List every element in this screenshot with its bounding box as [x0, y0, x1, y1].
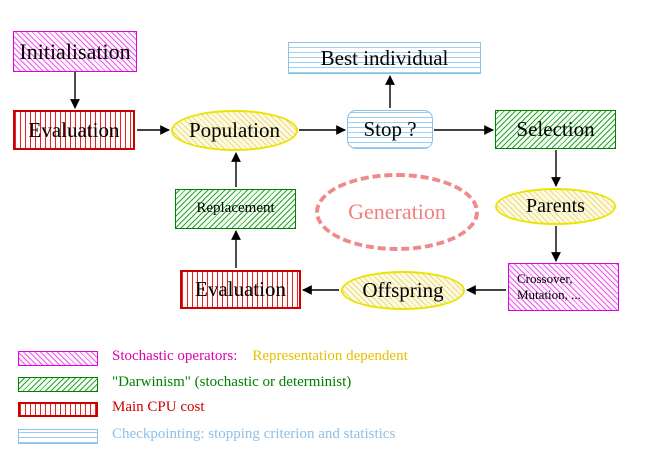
- legend-label-stochastic-operators: Stochastic operators:: [112, 348, 238, 364]
- legend-label-darwinism: "Darwinism" (stochastic or determinist): [112, 374, 352, 390]
- legend-label-representation-dependent: Representation dependent: [252, 348, 408, 364]
- node-generation-annotation: Generation: [315, 173, 479, 251]
- node-best-individual-label: Best individual: [320, 45, 449, 70]
- node-generation-label: Generation: [348, 199, 446, 225]
- node-stop-decision[interactable]: Stop ?: [347, 110, 433, 149]
- node-population[interactable]: Population: [171, 110, 298, 151]
- node-crossover-mutation[interactable]: Crossover, Mutation, ...: [508, 263, 619, 311]
- node-offspring-label: Offspring: [362, 278, 444, 303]
- node-best-individual[interactable]: Best individual: [288, 42, 481, 74]
- node-evaluation-initial[interactable]: Evaluation: [13, 110, 135, 150]
- node-initialisation-label: Initialisation: [19, 38, 131, 64]
- legend-row-stochastic-operators: Stochastic operators: Representation dep…: [112, 348, 408, 365]
- node-selection[interactable]: Selection: [495, 110, 616, 149]
- node-population-label: Population: [188, 118, 280, 143]
- node-evaluation-offspring[interactable]: Evaluation: [180, 270, 301, 309]
- node-offspring[interactable]: Offspring: [341, 271, 465, 310]
- node-evaluation-offspring-label: Evaluation: [195, 277, 286, 302]
- node-crossover-label-line2: Mutation, ...: [517, 287, 581, 302]
- node-evaluation-initial-label: Evaluation: [28, 117, 120, 142]
- node-crossover-label-line1: Crossover,: [517, 271, 573, 287]
- node-replacement-label: Replacement: [196, 200, 275, 217]
- node-parents-label: Parents: [526, 195, 585, 217]
- node-stop-label: Stop ?: [363, 117, 417, 142]
- legend-swatch-main-cpu-cost: [18, 402, 98, 417]
- legend-label-checkpointing: Checkpointing: stopping criterion and st…: [112, 426, 396, 442]
- legend-swatch-stochastic-operators: [18, 351, 98, 366]
- legend-label-main-cpu-cost: Main CPU cost: [112, 399, 205, 415]
- legend: Stochastic operators: Representation dep…: [0, 340, 670, 465]
- node-parents[interactable]: Parents: [495, 188, 616, 225]
- node-selection-label: Selection: [516, 117, 595, 142]
- legend-swatch-checkpointing: [18, 429, 98, 444]
- node-initialisation[interactable]: Initialisation: [13, 31, 137, 72]
- node-replacement[interactable]: Replacement: [175, 189, 296, 229]
- legend-swatch-darwinism: [18, 377, 98, 392]
